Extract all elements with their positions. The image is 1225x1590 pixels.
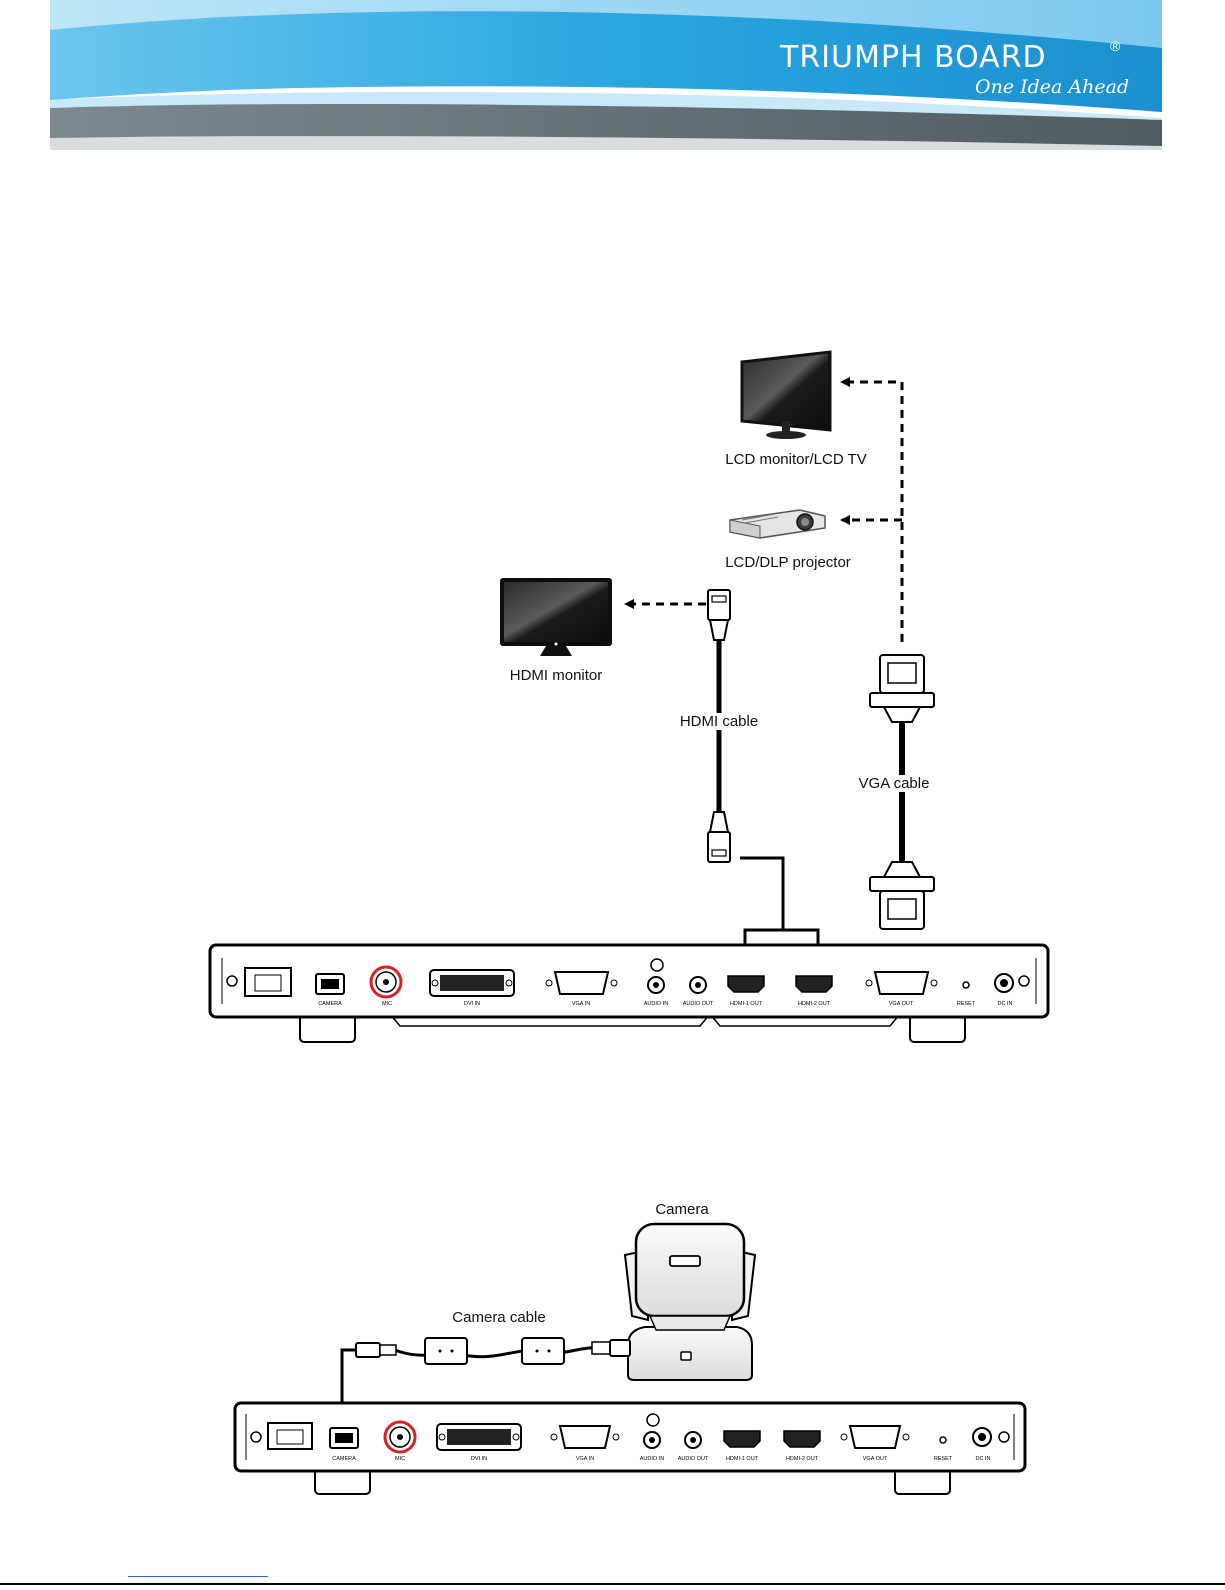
camera-cable xyxy=(356,1338,630,1364)
label-hdmi-monitor: HDMI monitor xyxy=(510,667,603,684)
projector-icon xyxy=(730,510,825,538)
port-label-hdmi1-out-2: HDMI-1 OUT xyxy=(726,1456,759,1462)
port-label-vga-in: VGA IN xyxy=(572,1001,590,1007)
label-projector: LCD/DLP projector xyxy=(725,554,851,571)
port-label-vga-out: VGA OUT xyxy=(889,1001,914,1007)
label-camera: Camera xyxy=(655,1201,708,1218)
label-camera-cable: Camera cable xyxy=(452,1309,545,1326)
port-label-dvi-in: DVI IN xyxy=(464,1001,480,1007)
lcd-monitor-icon xyxy=(742,352,830,439)
port-label-dc-in-2: DC IN xyxy=(976,1456,991,1462)
label-lcd-monitor: LCD monitor/LCD TV xyxy=(725,451,866,468)
port-label-reset-2: RESET xyxy=(934,1456,953,1462)
port-label-hdmi1-out: HDMI-1 OUT xyxy=(730,1001,763,1007)
label-vga-cable: VGA cable xyxy=(856,775,933,792)
port-label-audio-in-2: AUDIO IN xyxy=(640,1456,664,1462)
vga-cable xyxy=(870,655,934,929)
port-label-mic-2: MIC xyxy=(395,1456,405,1462)
port-label-vga-in-2: VGA IN xyxy=(576,1456,594,1462)
port-label-camera-2: CAMERA xyxy=(332,1456,356,1462)
rear-panel-top xyxy=(210,945,1048,1042)
port-label-hdmi2-out: HDMI-2 OUT xyxy=(798,1001,831,1007)
port-label-audio-out-2: AUDIO OUT xyxy=(678,1456,709,1462)
rear-panel-bottom xyxy=(235,1403,1025,1494)
port-label-audio-out: AUDIO OUT xyxy=(683,1001,714,1007)
port-label-camera: CAMERA xyxy=(318,1001,342,1007)
port-label-reset: RESET xyxy=(957,1001,976,1007)
port-label-dc-in: DC IN xyxy=(998,1001,1013,1007)
camera-icon xyxy=(625,1224,755,1380)
footer-link-underline[interactable] xyxy=(128,1576,268,1577)
port-label-dvi-in-2: DVI IN xyxy=(471,1456,487,1462)
port-label-mic: MIC xyxy=(382,1001,392,1007)
port-label-audio-in: AUDIO IN xyxy=(644,1001,668,1007)
hdmi-monitor-icon xyxy=(500,578,612,656)
label-hdmi-cable: HDMI cable xyxy=(677,713,761,730)
port-label-hdmi2-out-2: HDMI-2 OUT xyxy=(786,1456,819,1462)
port-label-vga-out-2: VGA OUT xyxy=(863,1456,888,1462)
